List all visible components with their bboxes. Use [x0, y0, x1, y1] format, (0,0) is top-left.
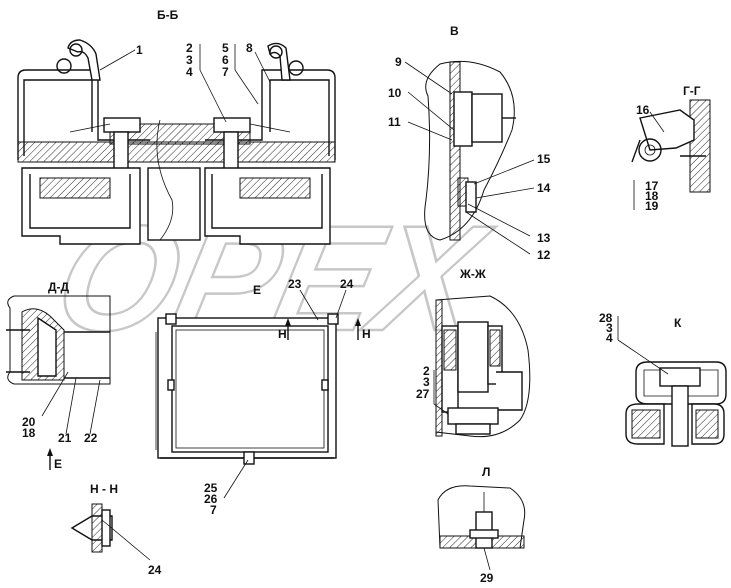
- callout-2: 2: [186, 41, 193, 55]
- section-gg-drawing: [631, 99, 711, 193]
- callout-21: 21: [58, 431, 72, 445]
- callout-2-zhzh: 2: [423, 364, 430, 378]
- callout-26: 26: [204, 492, 218, 506]
- callout-12: 12: [537, 248, 551, 262]
- callout-25: 25: [204, 481, 218, 495]
- callout-7-e: 7: [210, 503, 217, 517]
- view-v-drawing: [424, 60, 516, 241]
- section-title-dd: Д-Д: [48, 280, 70, 294]
- callout-18: 18: [645, 189, 659, 203]
- view-marker-h-1: Н: [278, 327, 287, 341]
- section-title-bb: Б-Б: [157, 8, 179, 22]
- callout-3: 3: [186, 53, 193, 67]
- callout-9: 9: [395, 55, 402, 69]
- callout-4-k: 4: [606, 331, 613, 345]
- section-title-e: Е: [253, 283, 261, 297]
- callout-18-dd: 18: [22, 426, 36, 440]
- section-nn-drawing: [70, 503, 113, 553]
- section-zhzh-drawing: [435, 295, 531, 438]
- callout-29: 29: [480, 571, 494, 585]
- view-l-drawing: [437, 485, 526, 549]
- callout-17: 17: [645, 179, 659, 193]
- callout-19: 19: [645, 199, 659, 213]
- view-arrows: [47, 318, 361, 470]
- callout-3-k: 3: [606, 321, 613, 335]
- callout-1: 1: [136, 43, 143, 57]
- view-marker-e: Е: [54, 457, 62, 471]
- leader-lines: [41, 44, 669, 571]
- section-title-v: В: [450, 24, 459, 38]
- callout-16: 16: [636, 103, 650, 117]
- callout-28: 28: [599, 311, 613, 325]
- callout-23: 23: [288, 277, 302, 291]
- callout-11: 11: [388, 115, 401, 129]
- section-title-nn: Н - Н: [90, 482, 118, 496]
- section-title-l: Л: [482, 465, 490, 479]
- callout-8: 8: [246, 41, 253, 55]
- callout-6: 6: [222, 53, 229, 67]
- view-e-drawing: [155, 313, 339, 465]
- section-bb-drawing: [17, 39, 336, 245]
- callout-7: 7: [222, 65, 229, 79]
- callout-15: 15: [537, 152, 551, 166]
- section-title-k: К: [674, 316, 682, 330]
- callout-20: 20: [22, 415, 36, 429]
- section-title-gg: Г-Г: [683, 84, 701, 98]
- callout-5: 5: [222, 41, 229, 55]
- callout-4: 4: [186, 65, 193, 79]
- callout-3-zhzh: 3: [423, 375, 430, 389]
- callout-13: 13: [537, 231, 551, 245]
- section-dd-drawing: [6, 295, 111, 385]
- callout-24: 24: [340, 277, 354, 291]
- view-k-drawing: [625, 361, 727, 447]
- callout-27: 27: [416, 387, 430, 401]
- callout-10: 10: [388, 86, 402, 100]
- section-title-zhzh: Ж-Ж: [459, 267, 486, 281]
- view-marker-h-2: Н: [362, 327, 371, 341]
- callout-14: 14: [537, 181, 551, 195]
- callout-24-nn: 24: [148, 563, 162, 577]
- callout-22: 22: [84, 431, 98, 445]
